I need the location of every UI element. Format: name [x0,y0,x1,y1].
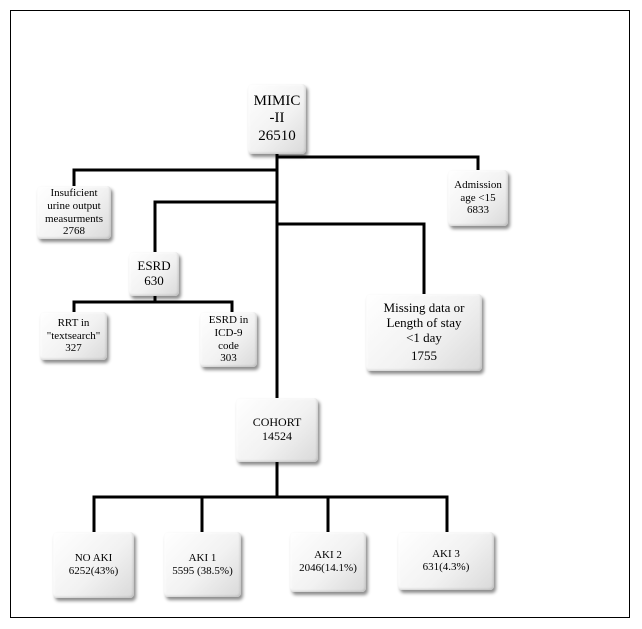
mimic-label: MIMIC [253,93,301,110]
no-aki-label: NO AKI [74,552,113,565]
esrd-label: ESRD [137,258,171,274]
admission-line1: Admission [454,179,502,192]
rrt-count: 327 [65,342,82,355]
cohort-count: 14524 [262,429,292,443]
insufficient-urine-box: Insuficient urine output measurments 276… [37,186,111,239]
aki3-box: AKI 3 631(4.3%) [398,532,494,590]
admission-age-box: Admission age <15 6833 [448,170,508,226]
aki1-label: AKI 1 [188,551,217,564]
diagram-frame [10,10,630,618]
esrd-icd-line1: ESRD in [208,314,249,327]
insufficient-line2: urine output [47,199,101,212]
cohort-box: COHORT 14524 [236,398,318,462]
esrd-icd9-box: ESRD in ICD-9 code 303 [200,312,257,367]
admission-line2: age <15 [460,191,496,204]
insufficient-count: 2768 [63,225,85,238]
no-aki-box: NO AKI 6252(43%) [53,532,134,598]
aki1-count: 5595 (38.5%) [172,564,233,577]
insufficient-line3: measurments [44,212,104,225]
rrt-line2: "textsearch" [46,329,101,342]
aki1-box: AKI 1 5595 (38.5%) [164,532,241,597]
no-aki-count: 6252(43%) [68,565,119,577]
rrt-line1: RRT in [57,317,90,330]
aki2-box: AKI 2 2046(14.1%) [290,532,366,592]
cohort-label: COHORT [252,415,302,430]
esrd-icd-line3: code [218,339,239,352]
aki3-count: 631(4.3%) [422,561,470,573]
admission-count: 6833 [467,204,489,217]
insufficient-line1: Insuficient [50,187,98,200]
mimic-box: MIMIC -II 26510 [248,84,306,154]
mimic-label-2: -II [269,110,285,127]
aki2-count: 2046(14.1%) [299,562,357,574]
esrd-box: ESRD 630 [129,252,179,296]
missing-line3: <1 day [406,329,442,345]
esrd-count: 630 [144,273,164,288]
missing-line1: Missing data or [383,299,465,315]
rrt-textsearch-box: RRT in "textsearch" 327 [40,312,107,360]
missing-count: 1755 [411,348,437,364]
esrd-icd-count: 303 [220,352,237,365]
aki2-label: AKI 2 [314,549,342,562]
esrd-icd-line2: ICD-9 [214,326,243,339]
missing-data-box: Missing data or Length of stay <1 day 17… [366,294,482,371]
missing-line2: Length of stay [386,314,462,330]
mimic-count: 26510 [258,127,296,144]
aki3-label: AKI 3 [432,548,460,561]
